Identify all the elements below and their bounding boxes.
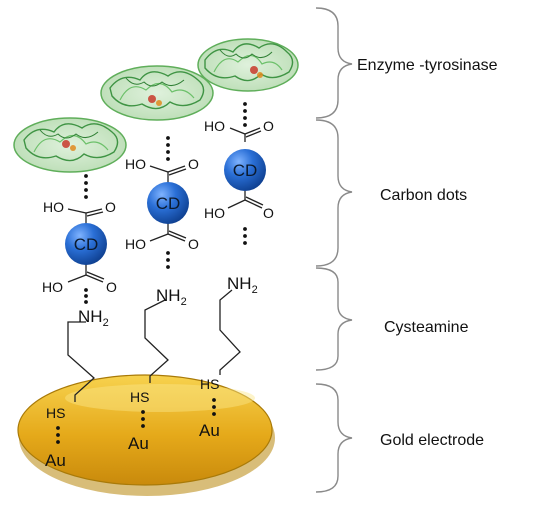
o-label: O <box>105 199 116 215</box>
ho-label: HO <box>204 205 225 221</box>
enzyme-left <box>13 117 127 173</box>
o-label: O <box>188 236 199 252</box>
cd-label: CD <box>74 235 99 254</box>
ho-label: HO <box>204 118 225 134</box>
label-carbon-dots: Carbon dots <box>380 187 467 204</box>
carboxyl-bonds <box>67 127 264 283</box>
ho-label: HO <box>125 156 146 172</box>
dotted-bonds <box>56 102 247 444</box>
au-label: Au <box>199 421 220 440</box>
ho-label: HO <box>43 199 64 215</box>
brace-carbon-dots <box>315 119 353 267</box>
au-label: Au <box>128 434 149 453</box>
label-enzyme-tyrosinase: Enzyme -tyrosinase <box>357 57 498 74</box>
carbon-dot-left: CD <box>65 223 107 265</box>
cysteamine-chains <box>67 289 241 402</box>
au-label: Au <box>45 451 66 470</box>
layer-labels: Enzyme -tyrosinase Carbon dots Cysteamin… <box>357 57 498 449</box>
hs-label: HS <box>130 389 149 405</box>
gold-electrode <box>17 374 275 496</box>
cd-label: CD <box>156 194 181 213</box>
nh2-label: NH2 <box>227 274 258 296</box>
o-label: O <box>263 118 274 134</box>
carbon-dot-right: CD <box>224 149 266 191</box>
cd-label: CD <box>233 161 258 180</box>
brace-cysteamine <box>315 267 353 371</box>
label-cysteamine: Cysteamine <box>384 319 469 336</box>
ho-label: HO <box>125 236 146 252</box>
chem-labels: HO O HO O NH2 HO O HO O NH2 HO O HO O NH… <box>42 118 274 470</box>
o-label: O <box>188 156 199 172</box>
o-label: O <box>106 279 117 295</box>
layer-braces <box>315 7 353 493</box>
ho-label: HO <box>42 279 63 295</box>
hs-label: HS <box>200 376 219 392</box>
nh2-label: NH2 <box>78 307 109 329</box>
nh2-label: NH2 <box>156 286 187 308</box>
brace-enzyme <box>315 7 353 119</box>
label-gold-electrode: Gold electrode <box>380 432 484 449</box>
o-label: O <box>263 205 274 221</box>
carbon-dot-middle: CD <box>147 182 189 224</box>
brace-gold <box>315 383 353 493</box>
hs-label: HS <box>46 405 65 421</box>
enzyme-right <box>197 38 299 92</box>
enzyme-middle <box>100 65 214 121</box>
